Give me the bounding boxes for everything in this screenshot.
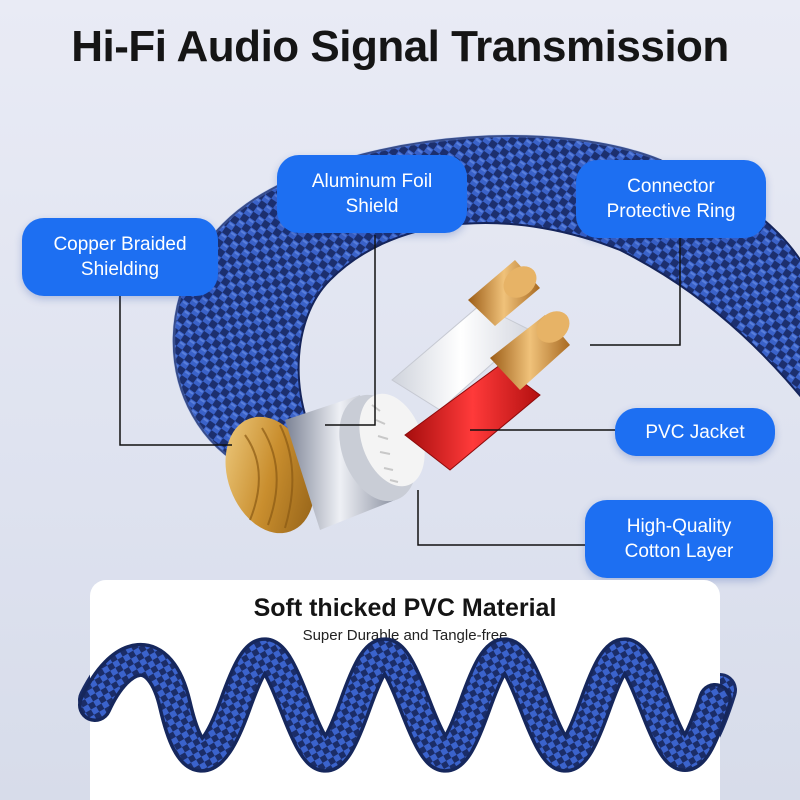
label-copper-braided-shielding: Copper Braided Shielding [22, 218, 218, 296]
label-pvc-text: PVC Jacket [645, 421, 745, 443]
label-connector-protective-ring: Connector Protective Ring [576, 160, 766, 238]
label-connector-text: Connector Protective Ring [606, 176, 736, 222]
label-aluminum-foil-shield: Aluminum Foil Shield [277, 155, 467, 233]
connector-ring [225, 416, 315, 534]
panel-subtitle: Super Durable and Tangle-free [302, 627, 508, 644]
label-cotton-layer: High-Quality Cotton Layer [585, 500, 773, 578]
leader-lines [119, 235, 681, 546]
panel-title: Soft thicked PVC Material [253, 594, 557, 622]
page-title: Hi-Fi Audio Signal Transmission [71, 22, 729, 71]
label-pvc-jacket: PVC Jacket [615, 408, 775, 456]
white-wire [391, 260, 540, 411]
label-copper-text: Copper Braided Shielding [53, 234, 187, 280]
red-wire [404, 311, 570, 471]
material-panel: Soft thicked PVC Material Super Durable … [90, 580, 720, 800]
label-cotton-text: High-Quality Cotton Layer [624, 516, 734, 562]
label-aluminum-text: Aluminum Foil Shield [311, 171, 433, 217]
